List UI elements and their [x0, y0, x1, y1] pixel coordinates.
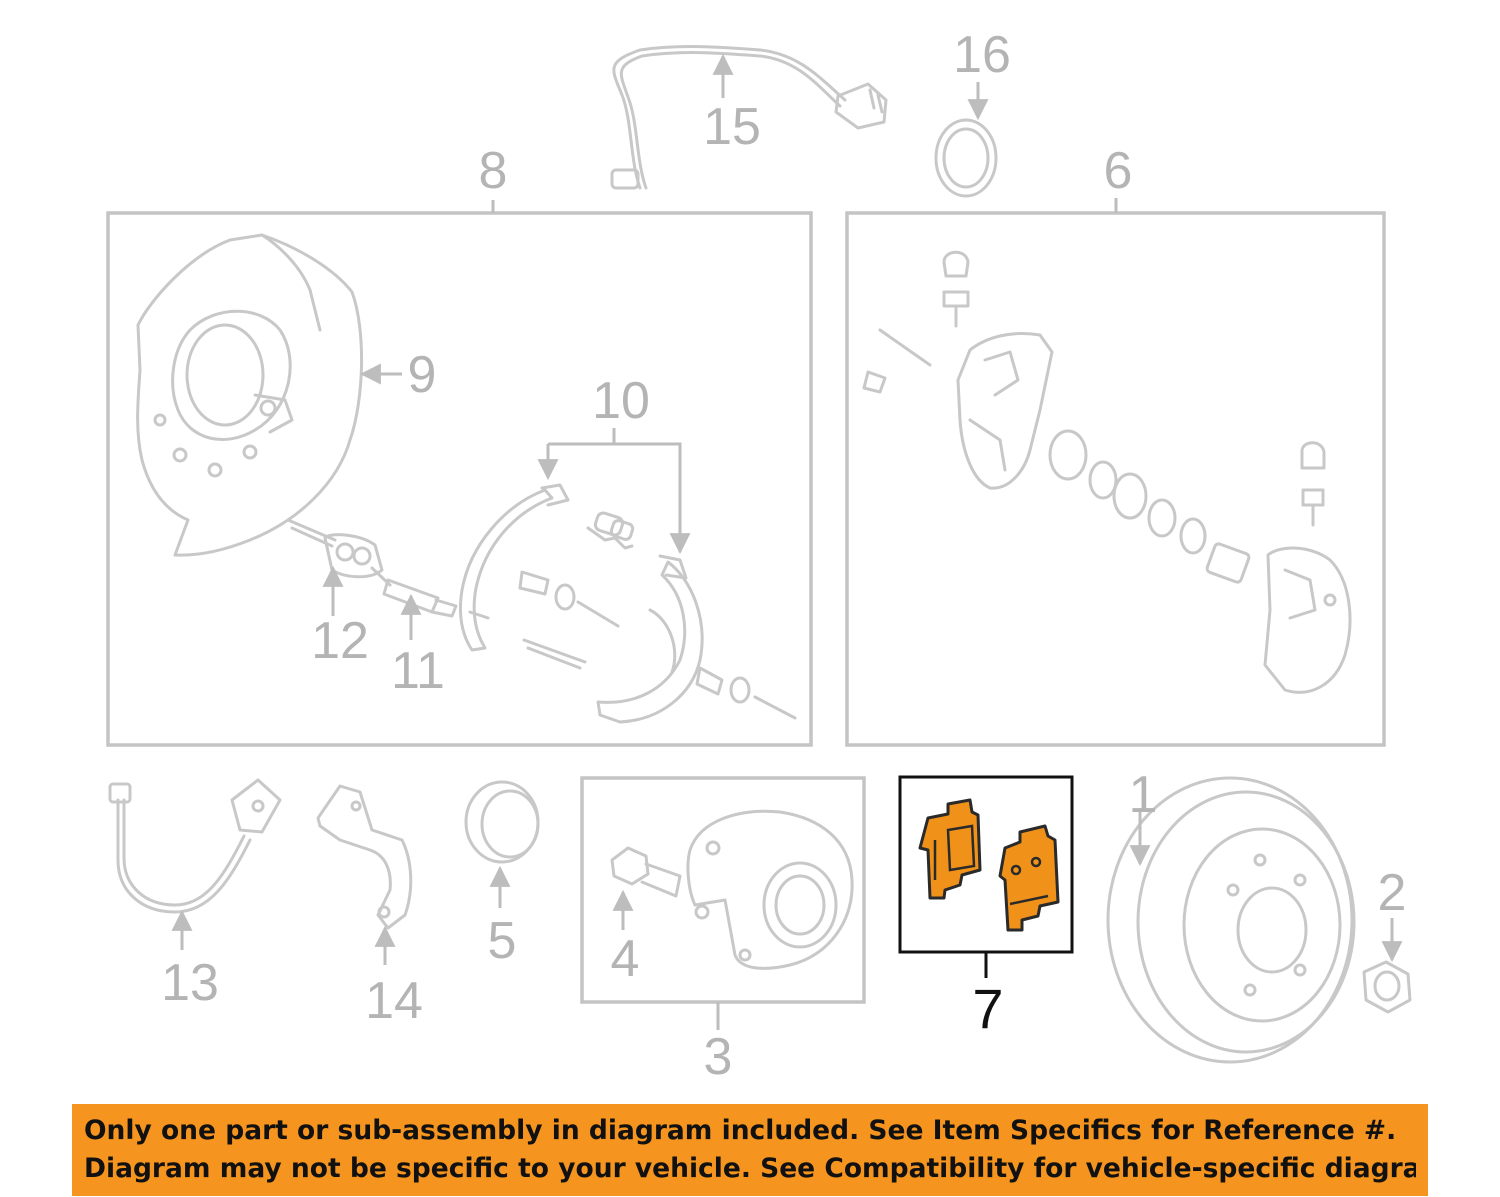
part-5-seal[interactable]	[464, 780, 540, 864]
group-box-3	[580, 776, 866, 1004]
part-14-bracket[interactable]	[316, 784, 413, 930]
callout-16: 16	[953, 26, 1011, 84]
callout-4: 4	[611, 930, 640, 988]
part-10-brake-shoes[interactable]	[458, 483, 797, 724]
callout-1: 1	[1129, 766, 1158, 824]
callout-15: 15	[703, 98, 761, 156]
part-13-sensor-cable[interactable]	[108, 778, 282, 914]
part-7-brake-pads[interactable]	[918, 798, 1060, 932]
part-9-backing-plate[interactable]	[136, 233, 364, 557]
callout-3: 3	[704, 1028, 733, 1086]
part-12-adjuster[interactable]	[286, 518, 392, 587]
callout-10: 10	[592, 372, 650, 430]
callout-12: 12	[311, 612, 369, 670]
callout-5: 5	[488, 912, 517, 970]
notice-line-1: Only one part or sub-assembly in diagram…	[84, 1115, 1397, 1146]
part-4-hub-bolt[interactable]	[610, 846, 682, 898]
callout-2: 2	[1378, 864, 1407, 922]
part-11-adjuster-screw[interactable]	[382, 578, 458, 618]
part-16-seal-ring[interactable]	[934, 118, 998, 198]
callout-14: 14	[365, 972, 423, 1030]
parts-diagram: 8 15 16 6 9 10 12 11 1 2 13 14 5 4 3 7	[106, 26, 1412, 1086]
callout-6: 6	[1104, 142, 1133, 200]
part-2-lug-nut[interactable]	[1362, 960, 1412, 1014]
part-1-brake-rotor[interactable]	[1106, 776, 1356, 1064]
callout-8: 8	[479, 142, 508, 200]
group-box-8	[106, 211, 813, 747]
callout-7-highlighted: 7	[972, 977, 1003, 1040]
callout-11: 11	[391, 642, 445, 700]
notice-banner: Only one part or sub-assembly in diagram…	[72, 1104, 1428, 1196]
callout-9: 9	[408, 346, 437, 404]
notice-line-2: Diagram may not be specific to your vehi…	[84, 1153, 1416, 1184]
callout-13: 13	[161, 954, 219, 1012]
part-15-sensor-cable[interactable]	[610, 45, 888, 190]
part-3-hub-bearing[interactable]	[686, 809, 854, 970]
part-6-caliper-assembly[interactable]	[862, 250, 1352, 694]
